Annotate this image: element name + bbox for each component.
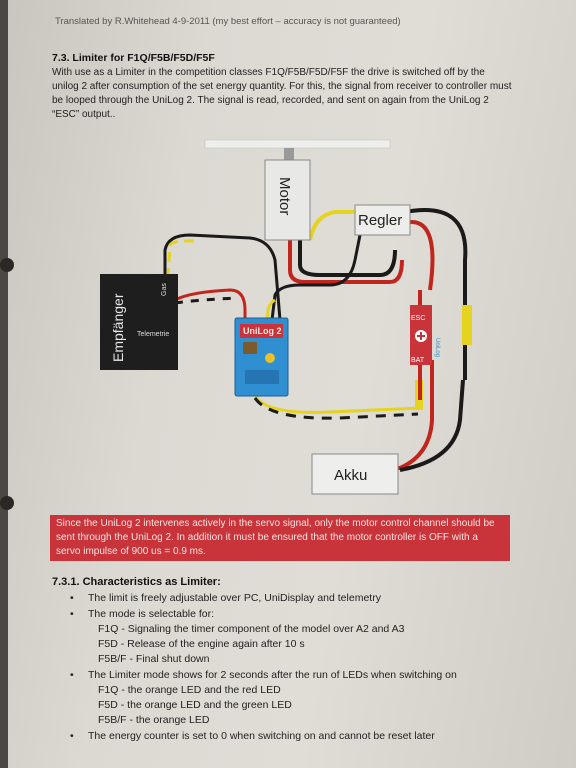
sub-item: F5B/F - Final shut down	[98, 653, 210, 665]
sub-item: F1Q - the orange LED and the red LED	[98, 684, 281, 696]
sub-item: F1Q - Signaling the timer component of t…	[98, 623, 405, 635]
warning-box: Since the UniLog 2 intervenes actively i…	[50, 515, 510, 561]
regler-box	[354, 204, 411, 236]
unilog-chip	[243, 342, 257, 354]
characteristics-heading: 7.3.1. Characteristics as Limiter:	[52, 576, 221, 588]
regler-label: Regler	[358, 212, 402, 229]
translator-note: Translated by R.Whitehead 4-9-2011 (my b…	[55, 16, 401, 27]
gas-label: Gas	[161, 283, 168, 296]
list-item-text: The limit is freely adjustable over PC, …	[88, 592, 381, 604]
section-intro: With use as a Limiter in the competition…	[52, 67, 512, 120]
akku-label: Akku	[334, 467, 367, 484]
wire-motor-3	[308, 210, 355, 241]
connector-yellow	[462, 305, 472, 345]
unilog-led	[265, 353, 275, 363]
binder-hole	[0, 496, 14, 510]
propeller	[204, 139, 391, 149]
sub-item: F5D - Release of the engine again after …	[98, 638, 305, 650]
wire-akku-black	[399, 379, 465, 472]
unilog-pads	[245, 370, 279, 384]
bullet-icon: •	[70, 669, 74, 681]
wire-bottom-yellow	[253, 394, 421, 414]
wire-servo-black	[163, 233, 282, 321]
wire-telemetry-black	[174, 296, 239, 305]
list-item-text: The mode is selectable for:	[88, 608, 215, 620]
list-item-text: The energy counter is set to 0 when swit…	[88, 730, 435, 742]
sub-item: F5D - the orange LED and the green LED	[98, 699, 292, 711]
list-item: • The Limiter mode shows for 2 seconds af…	[60, 667, 520, 683]
plus-icon	[417, 332, 425, 340]
motor-shaft	[284, 148, 294, 162]
esc-label: ESC	[411, 315, 425, 322]
motor-label: Motor	[276, 177, 293, 215]
sub-item: F5B/F - the orange LED	[98, 714, 210, 726]
unilog-small-label: UniLog	[434, 338, 440, 357]
wire-telemetry-red	[174, 288, 247, 320]
wire-motor-2	[288, 240, 404, 284]
wire-esc-out	[270, 234, 362, 321]
motor-box	[264, 159, 311, 241]
akku-box	[311, 453, 399, 495]
telemetrie-label: Telemetrie	[137, 331, 169, 338]
list-item-text: The Limiter mode shows for 2 seconds aft…	[88, 669, 457, 681]
list-item: • The limit is freely adjustable over PC,…	[60, 590, 520, 606]
receiver-label: Empfänger	[110, 293, 126, 362]
section-heading: 7.3. Limiter for F1Q/F5B/F5D/F5F	[52, 52, 215, 64]
bullet-icon: •	[70, 730, 74, 742]
wire-bottom-black	[253, 397, 419, 420]
wire-black	[404, 208, 468, 380]
binder-hole	[0, 258, 14, 272]
unilog-logo	[240, 324, 283, 338]
wire-motor-1	[298, 240, 397, 277]
list-item: • The energy counter is set to 0 when swi…	[60, 728, 520, 744]
wire-servo-yellow	[166, 239, 196, 279]
wire-red	[409, 219, 435, 291]
bullet-icon: •	[70, 592, 74, 604]
bat-label: BAT	[411, 357, 425, 364]
wire-akku-red	[395, 360, 434, 470]
unilog-label: UniLog 2	[243, 326, 282, 336]
list-item: • The mode is selectable for:	[60, 606, 520, 622]
document-page	[8, 0, 576, 768]
bullet-icon: •	[70, 608, 74, 620]
receiver-box	[100, 274, 178, 370]
characteristics-list: • The limit is freely adjustable over PC,…	[60, 590, 520, 744]
